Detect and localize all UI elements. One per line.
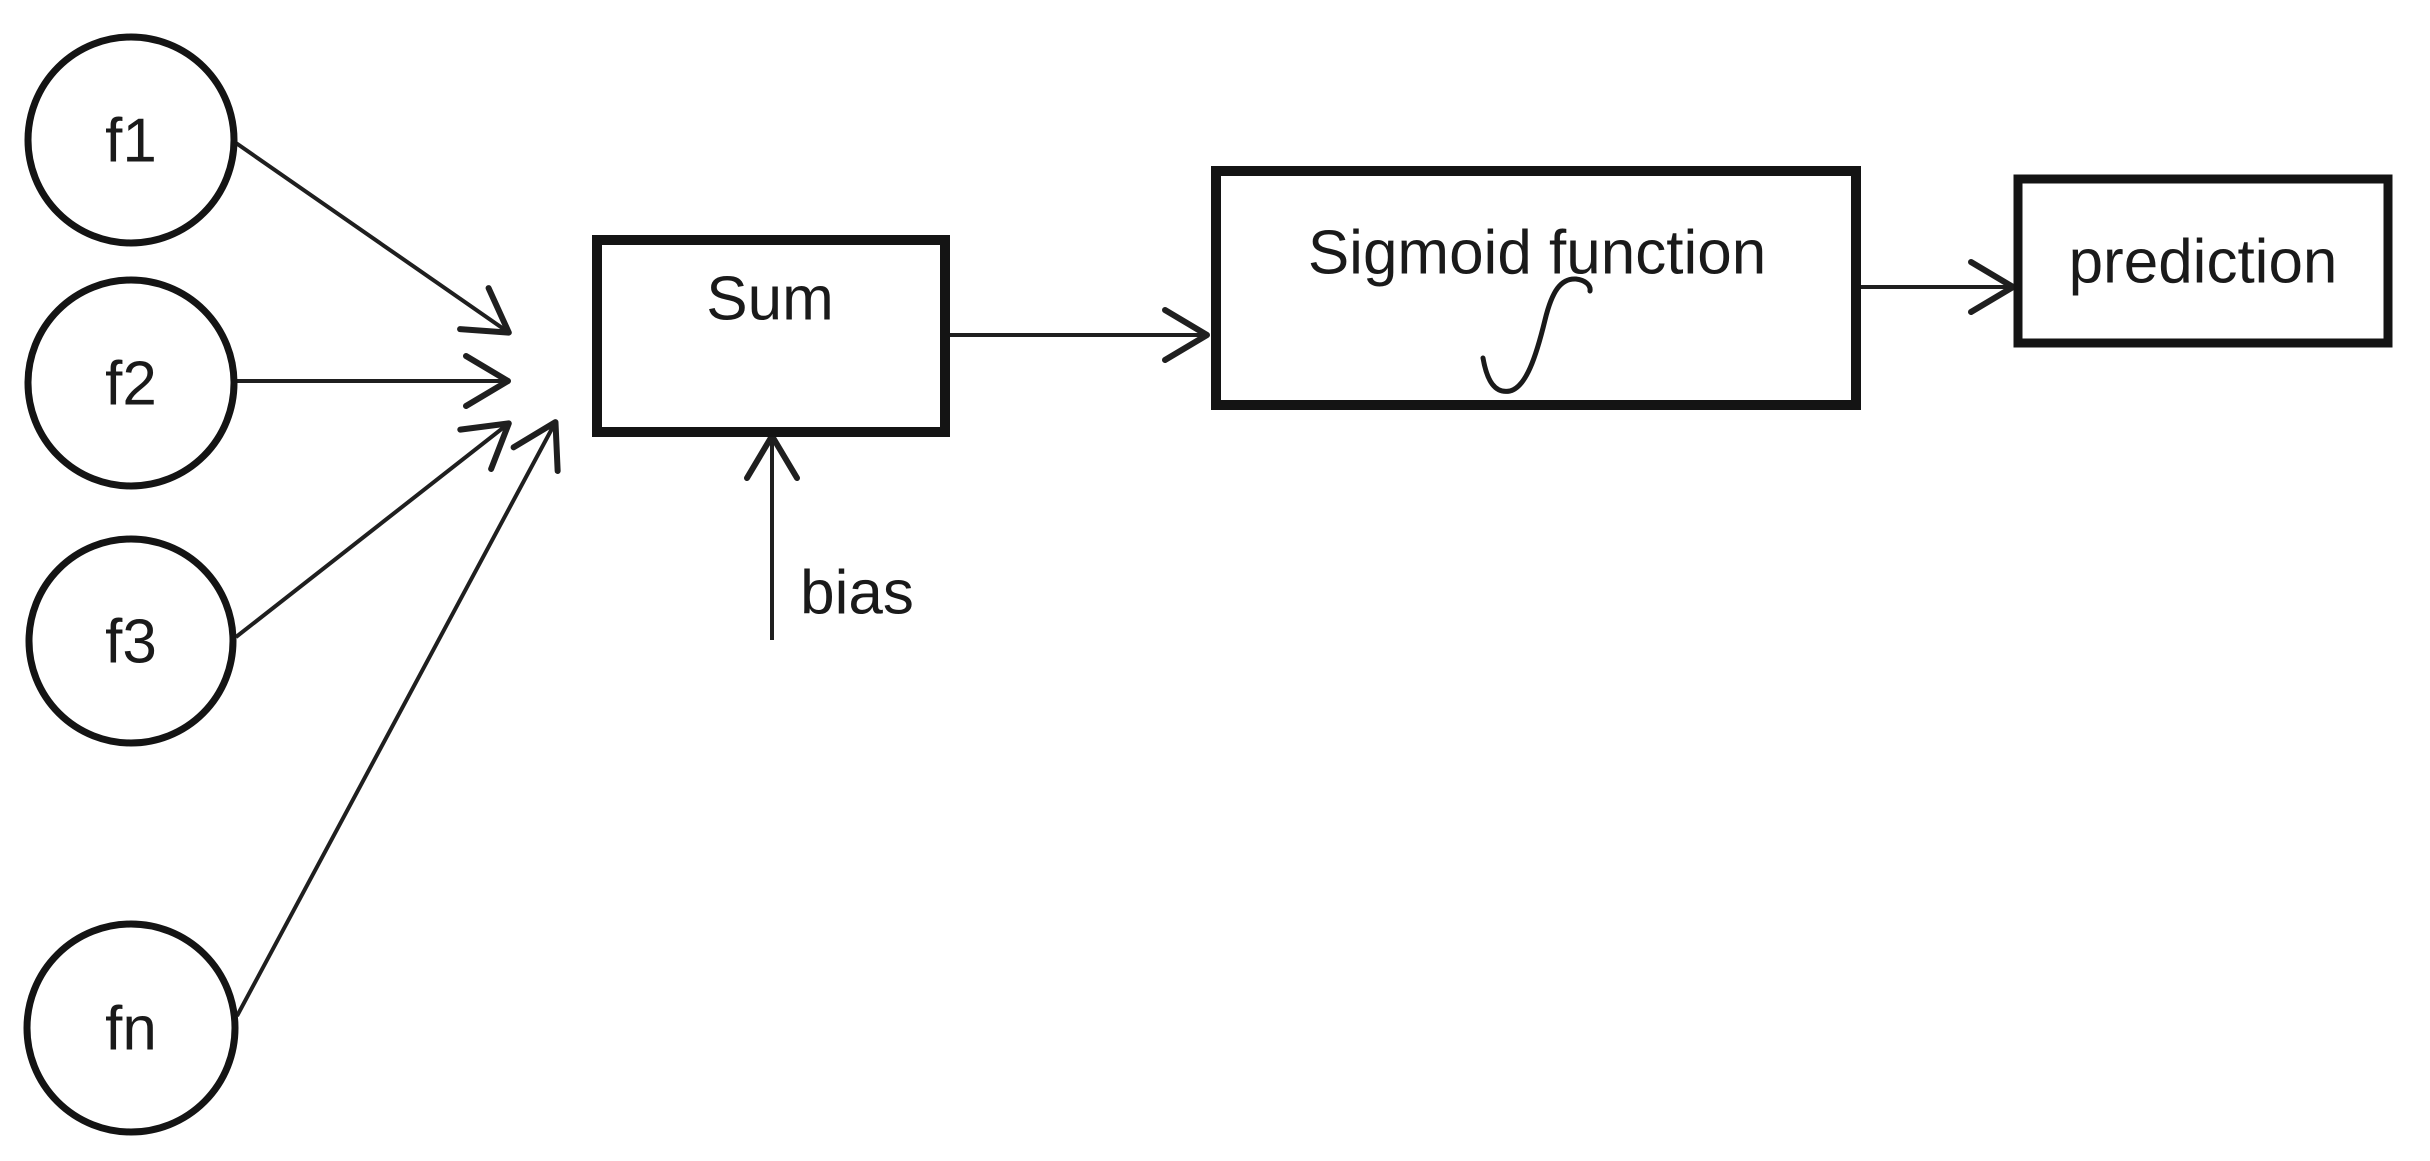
input-node-f2 bbox=[24, 276, 238, 490]
sigmoid-box bbox=[1211, 166, 1861, 410]
input-nodes: f1 f2 f3 fn bbox=[23, 33, 239, 1136]
arrow-f1-to-sum bbox=[234, 141, 512, 336]
input-node-fn bbox=[23, 920, 239, 1136]
prediction-box bbox=[2013, 174, 2393, 348]
input-node-f1 bbox=[24, 33, 238, 247]
sigmoid-label: Sigmoid function bbox=[1308, 219, 1766, 288]
sum-box bbox=[592, 235, 950, 437]
arrow-f3-to-sum bbox=[234, 420, 512, 639]
input-node-f1-label: f1 bbox=[105, 107, 157, 176]
sigmoid-node: Sigmoid function bbox=[1211, 166, 1861, 410]
sum-label: Sum bbox=[706, 265, 833, 334]
input-node-f2-label: f2 bbox=[105, 350, 157, 419]
prediction-node: prediction bbox=[2013, 174, 2393, 348]
arrow-fn-to-sum bbox=[235, 419, 561, 1017]
sum-node: Sum bbox=[592, 235, 950, 437]
input-node-f3 bbox=[25, 535, 237, 747]
prediction-label: prediction bbox=[2069, 228, 2338, 297]
input-node-f3-label: f3 bbox=[105, 608, 157, 677]
sigmoid-curve-icon bbox=[1480, 276, 1593, 394]
connectors bbox=[234, 141, 2016, 1017]
input-node-fn-label: fn bbox=[105, 995, 157, 1064]
bias-label: bias bbox=[800, 559, 914, 628]
